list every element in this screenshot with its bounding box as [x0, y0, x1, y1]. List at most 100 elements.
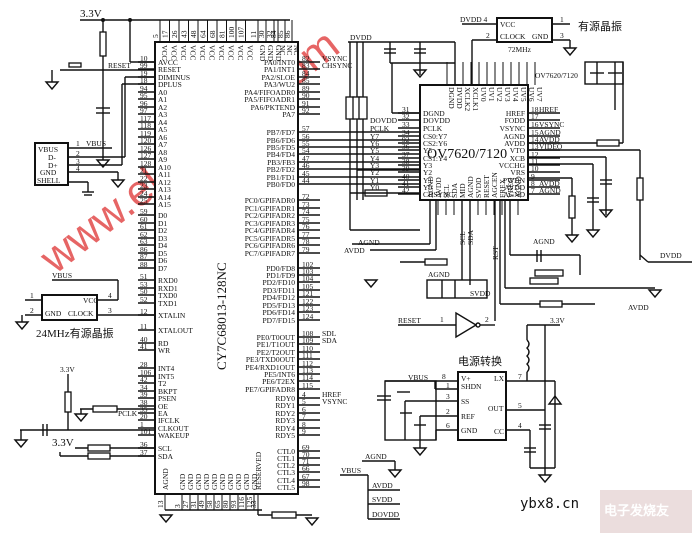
- cy-top-pin-label: NC: [285, 45, 294, 55]
- cy-left-pin-number: 62: [140, 230, 148, 239]
- cy-right-pin-label: PD2/FD10: [262, 278, 295, 287]
- cy-left-pin-label: INT5: [158, 372, 174, 381]
- cy-left-pin-number: 21: [140, 166, 148, 175]
- ground-icon: [158, 514, 174, 524]
- ov-supply-network: DVDD: [345, 33, 456, 230]
- cy-right-pin-number: 121: [302, 289, 314, 298]
- ov-left-net-label: Y7: [370, 132, 379, 141]
- ov-bottom-pin-label: FREX: [498, 178, 507, 198]
- ov-right-net-label: VSYNC: [539, 120, 564, 129]
- cy-bottom-pin-number: 33: [249, 500, 258, 508]
- cy-left-pin-label: OE: [158, 402, 168, 411]
- cy-bottom-pin-label: GND: [178, 473, 187, 490]
- cy-right-pin-label: CTL2: [277, 461, 295, 470]
- cy-right-pin-number: 67: [302, 472, 310, 481]
- cy-right-pin-number: 72: [302, 192, 310, 201]
- cy-right-pin-label: PD5/FD13: [262, 301, 295, 310]
- ov-right-pin-label: AVDD: [504, 139, 525, 148]
- cy-left-pin-number: 101: [140, 427, 152, 436]
- cy-right-pin-number: 7: [302, 412, 306, 421]
- footer-site: ybx8.cn: [520, 496, 580, 512]
- cy-bottom-pin-label: GND: [234, 473, 243, 490]
- cy-right-pin-label: PC7/GPIFADR7: [245, 249, 296, 258]
- pc-pin-num: 6: [446, 421, 450, 430]
- cy-left-pin-label: WAKEUP: [158, 431, 189, 440]
- cy-left-pin-label: INT4: [158, 364, 174, 373]
- cy-bottom-pin-number: 49: [197, 500, 206, 508]
- cy-right-pin-label: RDY5: [275, 431, 295, 440]
- cy-right-pin-label: RDY3: [275, 416, 295, 425]
- cy-right-pin-label: RDY0: [275, 394, 295, 403]
- cy-right-pin-number: 78: [302, 237, 310, 246]
- cy-left-pin-number: 120: [140, 136, 152, 145]
- ov-right-pin-number: 12: [531, 150, 539, 159]
- pc-pin-label: OUT: [488, 404, 504, 413]
- avdd-label-2: AVDD: [628, 303, 649, 312]
- cy-left-pin-number: 50: [140, 287, 148, 296]
- cy-bottom-pin-number: 80: [221, 500, 230, 508]
- ov-bottom-pin-label: SVDD: [474, 177, 483, 198]
- ov-right-pin-label: VRS: [510, 168, 525, 177]
- cy-right-pin-label: PA4/FIFOADR0: [244, 88, 295, 97]
- cy-right-pin-number: 57: [302, 124, 310, 133]
- cy-right-pin-number: 74: [302, 207, 310, 216]
- osc24-pin: 1: [30, 291, 34, 300]
- cy-left-pin-label: A1: [158, 95, 167, 104]
- ov-bottom-pin-label: AGND: [426, 176, 435, 198]
- cy-left-pin-label: DIMINUS: [158, 73, 190, 82]
- top-power-rail: 3.3V RESET: [44, 8, 290, 169]
- cy-left-pin-label: A6: [158, 133, 167, 142]
- ov-top-pin-label: XCLK1: [471, 87, 480, 111]
- reset-net-label: RESET: [108, 61, 131, 70]
- cy-left-pin-number: 28: [140, 360, 148, 369]
- cy-left-pin-number: 59: [140, 207, 148, 216]
- cy-right-pin-label: PE6/T2EX: [262, 377, 295, 386]
- cy-top-pin-label: VCC: [170, 45, 179, 60]
- inverter-reset-label: RESET: [398, 316, 421, 325]
- cy-left-pin-label: A7: [158, 140, 167, 149]
- ov-right-net-label: AGND: [539, 128, 561, 137]
- cy-top-pin-label: VCC: [198, 45, 207, 60]
- cy-left-pin-label: IFCLK: [158, 416, 180, 425]
- osc72-label: 有源晶振: [578, 19, 622, 33]
- ov-left-net-label: DOVDD: [370, 116, 398, 125]
- pc-pin-label: V+: [461, 374, 471, 383]
- cy-right-pin-number: 71: [302, 457, 310, 466]
- cy-top-pin-number: 30: [257, 30, 266, 38]
- rail-agnd: AGND: [365, 452, 387, 461]
- ov-left-pin-number: 37: [402, 150, 410, 159]
- cy-top-pin-number: 43: [180, 30, 189, 38]
- ov-left-pin-number: 42: [402, 186, 410, 195]
- ov-left-net-label: Y1: [370, 176, 379, 185]
- cy-right-pin-number: 85: [302, 76, 310, 85]
- ov-left-pin-label: DOVDD: [423, 116, 451, 125]
- ov-bottom-network: AGND AVDD AGND SVDD SCL SDA RST AGND AVD…: [344, 169, 663, 321]
- cy-left-pin-number: 51: [140, 272, 148, 281]
- cy-right-pin-number: 111: [302, 351, 313, 360]
- cy-left-pin-number: 38: [140, 398, 148, 407]
- ov-sda-net: SDA: [466, 229, 475, 245]
- oscillator-24mhz: VCC GND CLOCK 1 2 4 VBUS 3 24MHz有源晶振: [14, 271, 158, 340]
- cy-bottom-pin-number: 58: [205, 500, 214, 508]
- osc72-pin: 1: [560, 15, 564, 24]
- cy-right-pin-number: 110: [302, 344, 313, 353]
- ov-top-pin-label: UV5: [519, 87, 528, 102]
- cy-right-pin-number: 102: [302, 260, 314, 269]
- ov-left-pin-number: 92: [402, 135, 410, 144]
- cy-left-pin-number: 53: [140, 280, 148, 289]
- rail-svdd: SVDD: [372, 495, 393, 504]
- ov-right-net-label: HREF: [539, 105, 558, 114]
- cy-left-pin-number: 39: [140, 390, 148, 399]
- ov-left-pin-label: Y2: [423, 168, 432, 177]
- cy-left-pin-number: 20: [140, 412, 148, 421]
- dvdd-label: DVDD: [350, 33, 372, 42]
- cy-right-pin-number: 76: [302, 222, 310, 231]
- cy-left-pin-label: A12: [158, 178, 171, 187]
- v33-label-bottom: 3.3V: [52, 437, 74, 449]
- cy-left-pin-number: 18: [140, 76, 148, 85]
- pc-pin-label: REF: [461, 412, 475, 421]
- osc24-clock: CLOCK: [68, 309, 94, 318]
- footer-logo: 电子发烧友: [600, 490, 692, 533]
- cy-left-pin-number: 1: [140, 420, 144, 429]
